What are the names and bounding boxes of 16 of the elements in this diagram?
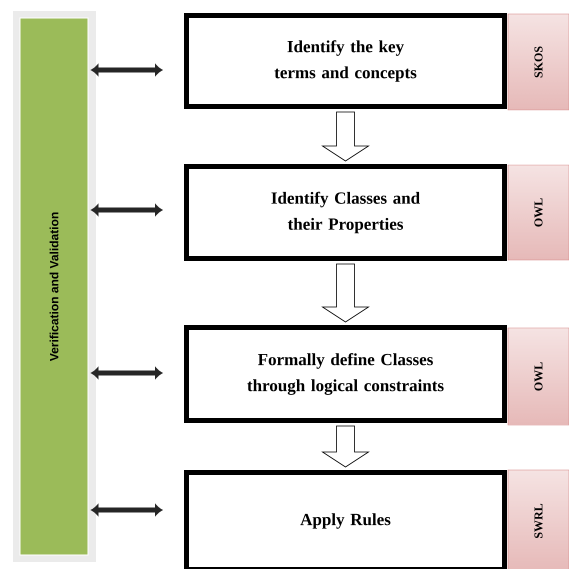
step-box: Formally define Classes through logical constraints <box>184 325 507 423</box>
block-arrow <box>321 264 370 322</box>
double-arrow <box>91 504 162 516</box>
tag-box: OWL <box>508 164 569 260</box>
double-arrow <box>91 204 162 216</box>
block-arrow <box>321 426 370 468</box>
tag-box: OWL <box>508 328 569 426</box>
tag-box: SKOS <box>508 14 569 110</box>
step-box: Apply Rules <box>184 470 507 569</box>
side-band: Verification and Validation <box>20 18 88 556</box>
block-arrow <box>321 112 370 162</box>
step-box: Identify the key terms and concepts <box>184 13 507 109</box>
double-arrow <box>91 64 162 76</box>
step-box: Identify Classes and their Properties <box>184 164 507 261</box>
tag-box: SWRL <box>508 470 569 569</box>
double-arrow <box>91 368 162 378</box>
